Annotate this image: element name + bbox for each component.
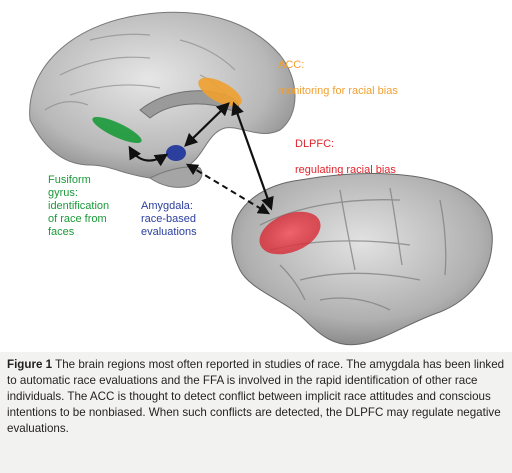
lateral-brain	[231, 173, 493, 346]
caption-figure-label: Figure 1	[7, 358, 53, 371]
dlpfc-label-name: DLPFC:	[295, 138, 335, 150]
arrow-amygdala-dlpfc	[185, 163, 271, 215]
acc-label-name: ACC:	[278, 59, 305, 71]
ffa-region	[92, 116, 142, 144]
amygdala-label: Amygdala: race-based evaluations	[141, 200, 197, 238]
dlpfc-label-role: regulating racial bias	[295, 164, 396, 176]
acc-label-role: monitoring for racial bias	[278, 85, 398, 97]
arrow-amygdala-acc	[184, 102, 230, 147]
brain-figure: ACC: monitoring for racial bias DLPFC: r…	[29, 11, 493, 346]
dlpfc-region	[259, 211, 321, 255]
figure-caption: Figure 1 The brain regions most often re…	[7, 357, 505, 437]
fusiform-gyrus-label: Fusiform gyrus: identification of race f…	[48, 174, 110, 238]
caption-text: The brain regions most often reported in…	[7, 358, 505, 435]
arrow-ffa-amygdala	[128, 145, 169, 167]
amygdala-region	[166, 145, 186, 161]
dlpfc-label: DLPFC: regulating racial bias	[295, 125, 396, 190]
acc-label: ACC: monitoring for racial bias	[278, 46, 398, 111]
acc-region	[198, 77, 242, 107]
caption-box	[0, 352, 512, 473]
brain-illustration	[29, 11, 493, 346]
